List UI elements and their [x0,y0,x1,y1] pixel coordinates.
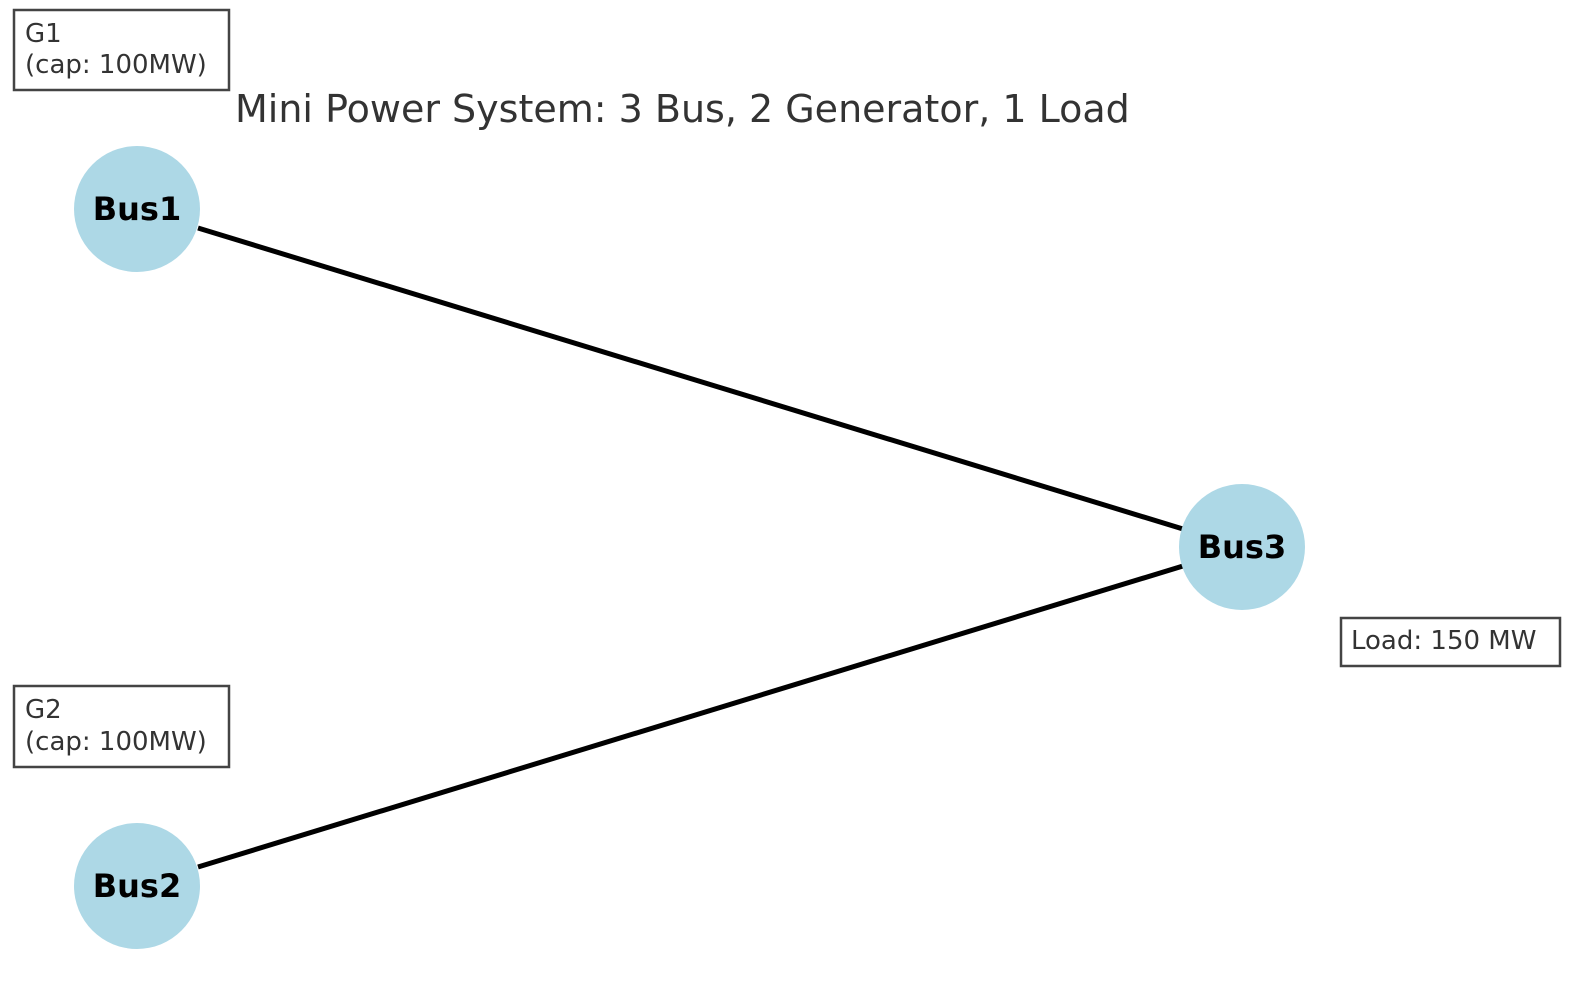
bus-node-bus2: Bus2 [74,823,200,949]
bus3-label: Bus3 [1198,528,1286,566]
bus1-circle [74,146,200,272]
load-annotation: Load: 150 MW [1339,616,1562,668]
generator-g1-annotation: G1 (cap: 100MW) [12,8,231,92]
g1-name: G1 [25,19,62,49]
bus-node-bus3: Bus3 [1179,484,1305,610]
bus3-circle [1179,484,1305,610]
bus-node-bus1: Bus1 [74,146,200,272]
g2-name: G2 [25,695,62,725]
g2-capacity: (cap: 100MW) [25,727,207,757]
load-label: Load: 150 MW [1351,626,1536,656]
bus2-label: Bus2 [93,867,181,905]
g1-box [12,8,231,92]
g1-capacity: (cap: 100MW) [25,50,207,80]
g2-box [12,684,231,769]
diagram-title: Mini Power System: 3 Bus, 2 Generator, 1… [235,87,1130,131]
load-box [1339,616,1562,668]
bus1-label: Bus1 [93,190,181,228]
line-bus2-bus3 [197,563,1184,870]
generator-g2-annotation: G2 (cap: 100MW) [12,684,231,769]
line-bus1-bus3 [197,225,1184,532]
bus2-circle [74,823,200,949]
